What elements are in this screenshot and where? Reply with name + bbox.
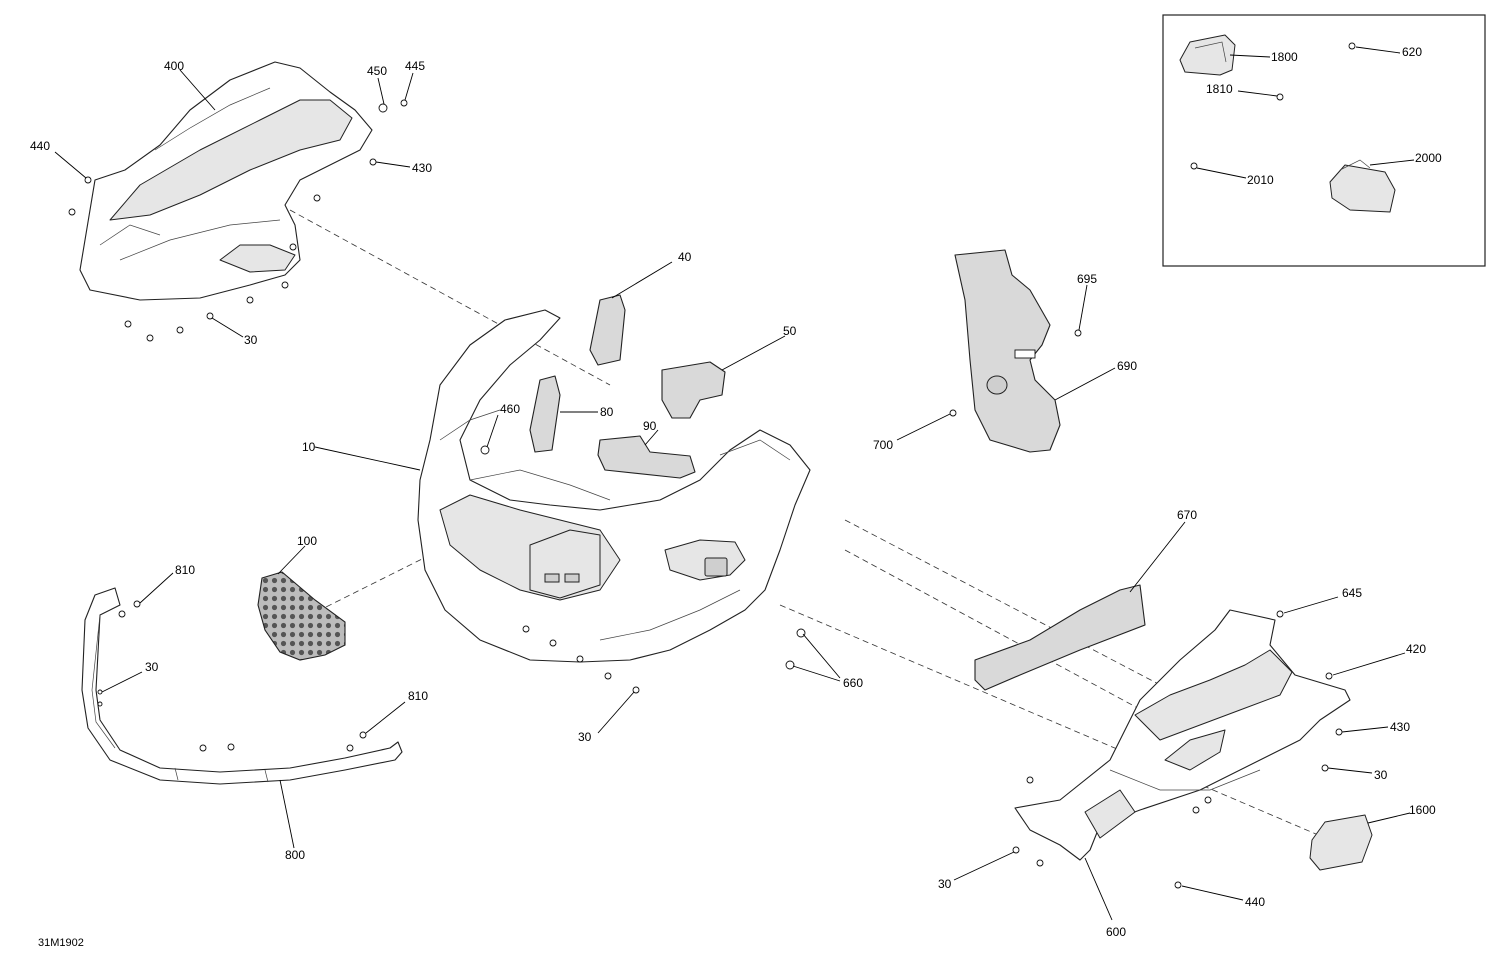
part-10-front-fascia — [417, 309, 811, 663]
part-40-foam-block — [589, 294, 626, 366]
callout-460: 460 — [500, 402, 520, 416]
callout-660: 660 — [843, 676, 863, 690]
callout-430-lower: 430 — [1390, 720, 1410, 734]
callout-10: 10 — [302, 440, 316, 454]
callout-445: 445 — [405, 59, 425, 73]
callout-90: 90 — [643, 419, 657, 433]
part-670-foam-strip — [974, 584, 1146, 691]
callout-440-lower: 440 — [1245, 895, 1265, 909]
callout-30-fascia: 30 — [578, 730, 592, 744]
callout-2010: 2010 — [1247, 173, 1274, 187]
callout-450: 450 — [367, 64, 387, 78]
part-400-upper-side-panel — [79, 61, 373, 301]
callout-80: 80 — [600, 405, 614, 419]
part-1800-light — [1179, 34, 1236, 76]
callout-620: 620 — [1402, 45, 1422, 59]
callout-810-lower: 810 — [408, 689, 428, 703]
callout-810-upper: 810 — [175, 563, 195, 577]
callout-420: 420 — [1406, 642, 1426, 656]
callout-600: 600 — [1106, 925, 1126, 939]
fasteners — [68, 99, 1343, 889]
callout-30-lower-right: 30 — [1374, 768, 1388, 782]
callout-labels: 400 450 445 440 430 30 40 50 460 80 90 1… — [30, 59, 1436, 939]
callout-30-bumper: 30 — [145, 660, 159, 674]
part-100-grille — [257, 571, 346, 661]
callout-30-upper: 30 — [244, 333, 258, 347]
part-800-bumper-bar — [81, 587, 403, 785]
part-690-hole — [986, 375, 1008, 395]
callout-30-lower-left: 30 — [938, 877, 952, 891]
callout-690: 690 — [1117, 359, 1137, 373]
callout-440-upper: 440 — [30, 139, 50, 153]
inset-box: 1800 620 1810 2000 2010 — [1162, 14, 1486, 267]
leader-lines — [54, 69, 1411, 921]
callout-1810: 1810 — [1206, 82, 1233, 96]
callout-2000: 2000 — [1415, 151, 1442, 165]
callout-430-upper: 430 — [412, 161, 432, 175]
diagram-id: 31M1902 — [38, 937, 84, 949]
part-1600-light — [1309, 814, 1373, 871]
callout-50: 50 — [783, 324, 797, 338]
callout-695: 695 — [1077, 272, 1097, 286]
callout-645: 645 — [1342, 586, 1362, 600]
callout-100: 100 — [297, 534, 317, 548]
callout-40: 40 — [678, 250, 692, 264]
callout-700: 700 — [873, 438, 893, 452]
part-690-slot — [1014, 349, 1036, 359]
callout-400: 400 — [164, 59, 184, 73]
part-80-foam-block — [529, 375, 561, 453]
part-600-lower-side-panel — [1014, 609, 1351, 861]
callout-1800: 1800 — [1271, 50, 1298, 64]
callout-1600: 1600 — [1409, 803, 1436, 817]
callout-800: 800 — [285, 848, 305, 862]
callout-670: 670 — [1177, 508, 1197, 522]
part-90-foam-block — [597, 435, 696, 479]
part-2000-light — [1329, 164, 1396, 213]
part-50-foam-block — [661, 361, 726, 419]
part-690-side-foam-panel — [954, 249, 1061, 453]
